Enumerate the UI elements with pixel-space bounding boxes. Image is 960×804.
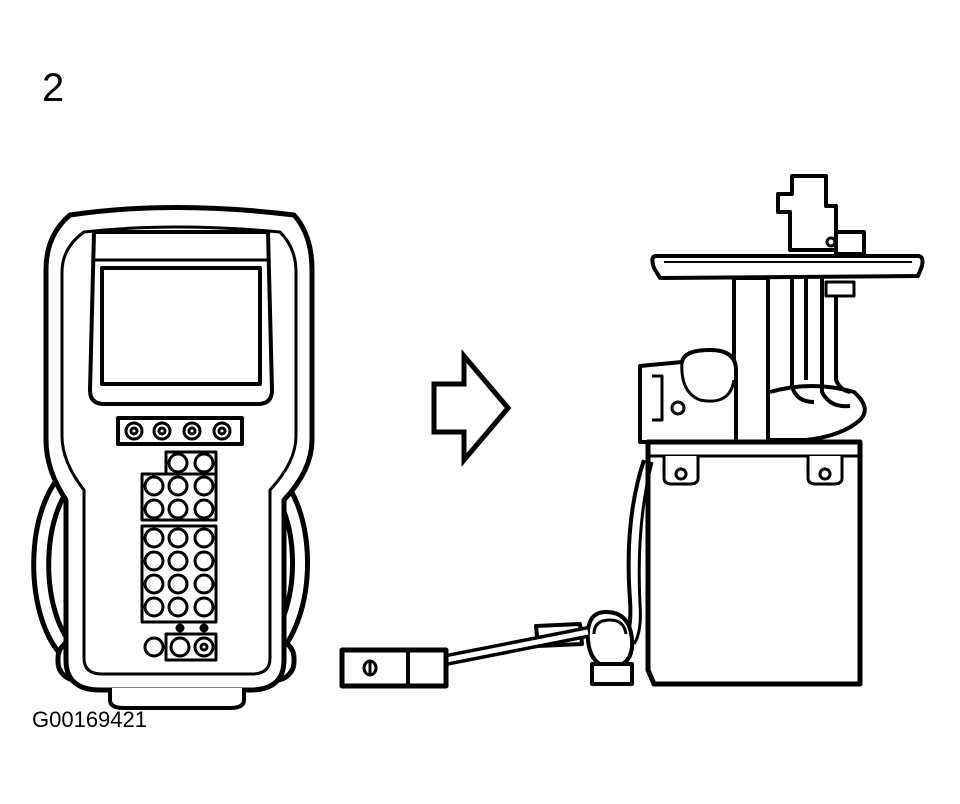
electrical-connector-icon	[339, 626, 590, 689]
fuel-pump-wire-loop	[769, 384, 867, 442]
fuel-pump-reservoir-cap	[638, 348, 738, 444]
scan-tool-function-keys	[124, 421, 232, 441]
scan-tool-screen	[100, 266, 262, 386]
figure-id: G00169421	[32, 707, 147, 732]
right-arrow-icon	[431, 349, 512, 467]
connector-plug	[339, 647, 449, 689]
scan-tool-bottom-strap	[108, 688, 246, 710]
step-number: 2	[42, 66, 65, 110]
fuel-pump-bucket	[645, 439, 863, 687]
fuel-pump-top-connector	[776, 174, 838, 252]
diagnostic-scan-tool-icon	[31, 205, 315, 710]
fuel-pump-module-icon	[534, 174, 925, 687]
fuel-pump-tubes	[790, 278, 851, 409]
scan-tool-keypad	[140, 450, 218, 662]
fuel-pump-column	[732, 276, 770, 444]
fuel-pump-flange	[650, 254, 925, 280]
